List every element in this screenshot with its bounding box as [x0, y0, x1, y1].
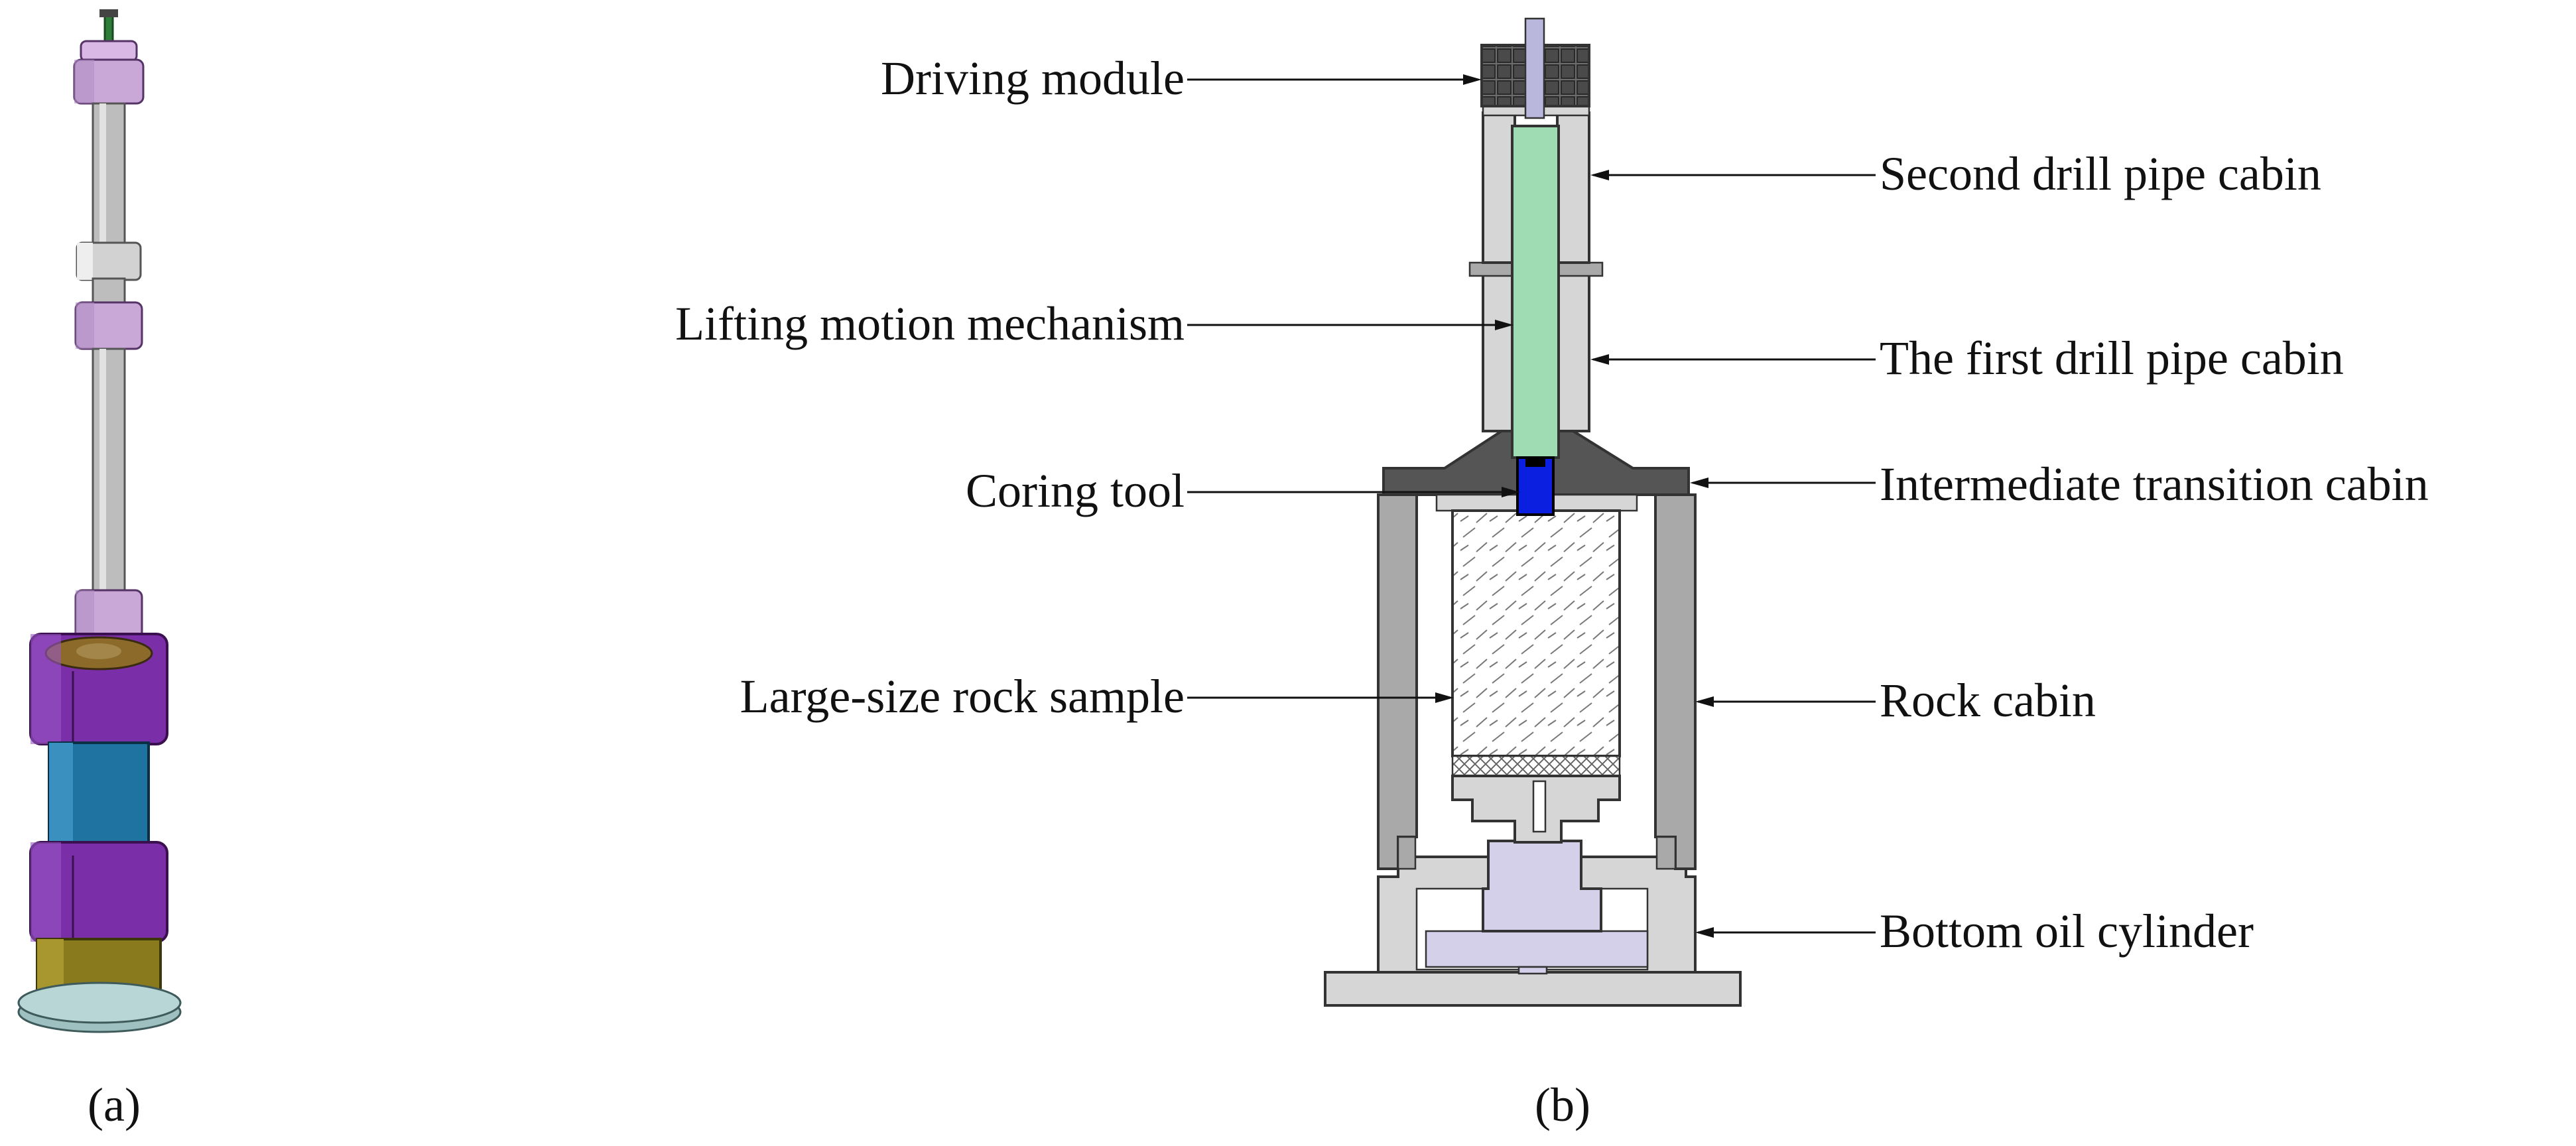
panel-a-caption: (a) — [88, 1078, 141, 1131]
lifting-motion-mechanism-section — [1511, 125, 1560, 459]
base-plate — [17, 982, 182, 1033]
label-intermediate-transition-cabin: Intermediate transition cabin — [1690, 458, 2429, 511]
top-tip — [99, 9, 118, 42]
rock-sample-section — [1451, 509, 1621, 844]
panel-b-caption: (b) — [1535, 1078, 1590, 1131]
middle-collar — [74, 301, 143, 350]
label-bottom-oil-cylinder: Bottom oil cylinder — [1695, 905, 2254, 958]
first-drill-pipe-cabin-section — [1468, 261, 1604, 432]
panel-b-cross-section: Driving module Second drill pipe cabin L… — [675, 17, 2429, 1131]
bottom-oil-cylinder-section — [1377, 840, 1697, 975]
svg-text:Driving module: Driving module — [881, 52, 1185, 105]
svg-text:Second drill pipe cabin: Second drill pipe cabin — [1880, 147, 2321, 200]
upper-purple-cabin — [29, 633, 168, 745]
panel-a-3d-model: (a) — [17, 9, 182, 1131]
label-second-drill-pipe-cabin: Second drill pipe cabin — [1590, 147, 2321, 200]
lower-purple-cabin — [29, 841, 168, 943]
gray-coupling — [76, 241, 142, 281]
svg-text:Intermediate transition cabin: Intermediate transition cabin — [1880, 458, 2429, 511]
top-collar — [73, 40, 145, 105]
coring-tool-section — [1516, 456, 1555, 516]
lower-rod — [92, 348, 126, 600]
svg-text:Bottom oil cylinder: Bottom oil cylinder — [1880, 905, 2254, 958]
label-lifting-motion-mechanism: Lifting motion mechanism — [675, 297, 1513, 350]
teal-body — [48, 741, 150, 846]
svg-text:Rock cabin: Rock cabin — [1880, 674, 2096, 727]
svg-text:The first drill pipe cabin: The first drill pipe cabin — [1880, 332, 2344, 385]
label-coring-tool: Coring tool — [966, 464, 1520, 517]
label-large-size-rock-sample: Large-size rock sample — [740, 670, 1454, 723]
svg-text:Large-size rock sample: Large-size rock sample — [740, 670, 1185, 723]
label-rock-cabin: Rock cabin — [1695, 674, 2096, 727]
label-first-drill-pipe-cabin: The first drill pipe cabin — [1590, 332, 2344, 385]
upper-rod — [92, 102, 126, 247]
second-drill-pipe-cabin-section — [1482, 105, 1590, 264]
svg-text:Lifting motion mechanism: Lifting motion mechanism — [675, 297, 1185, 350]
driving-module-section — [1480, 17, 1590, 119]
label-driving-module: Driving module — [881, 52, 1482, 105]
base-plate-section — [1324, 971, 1742, 1007]
svg-text:Coring tool: Coring tool — [966, 464, 1185, 517]
